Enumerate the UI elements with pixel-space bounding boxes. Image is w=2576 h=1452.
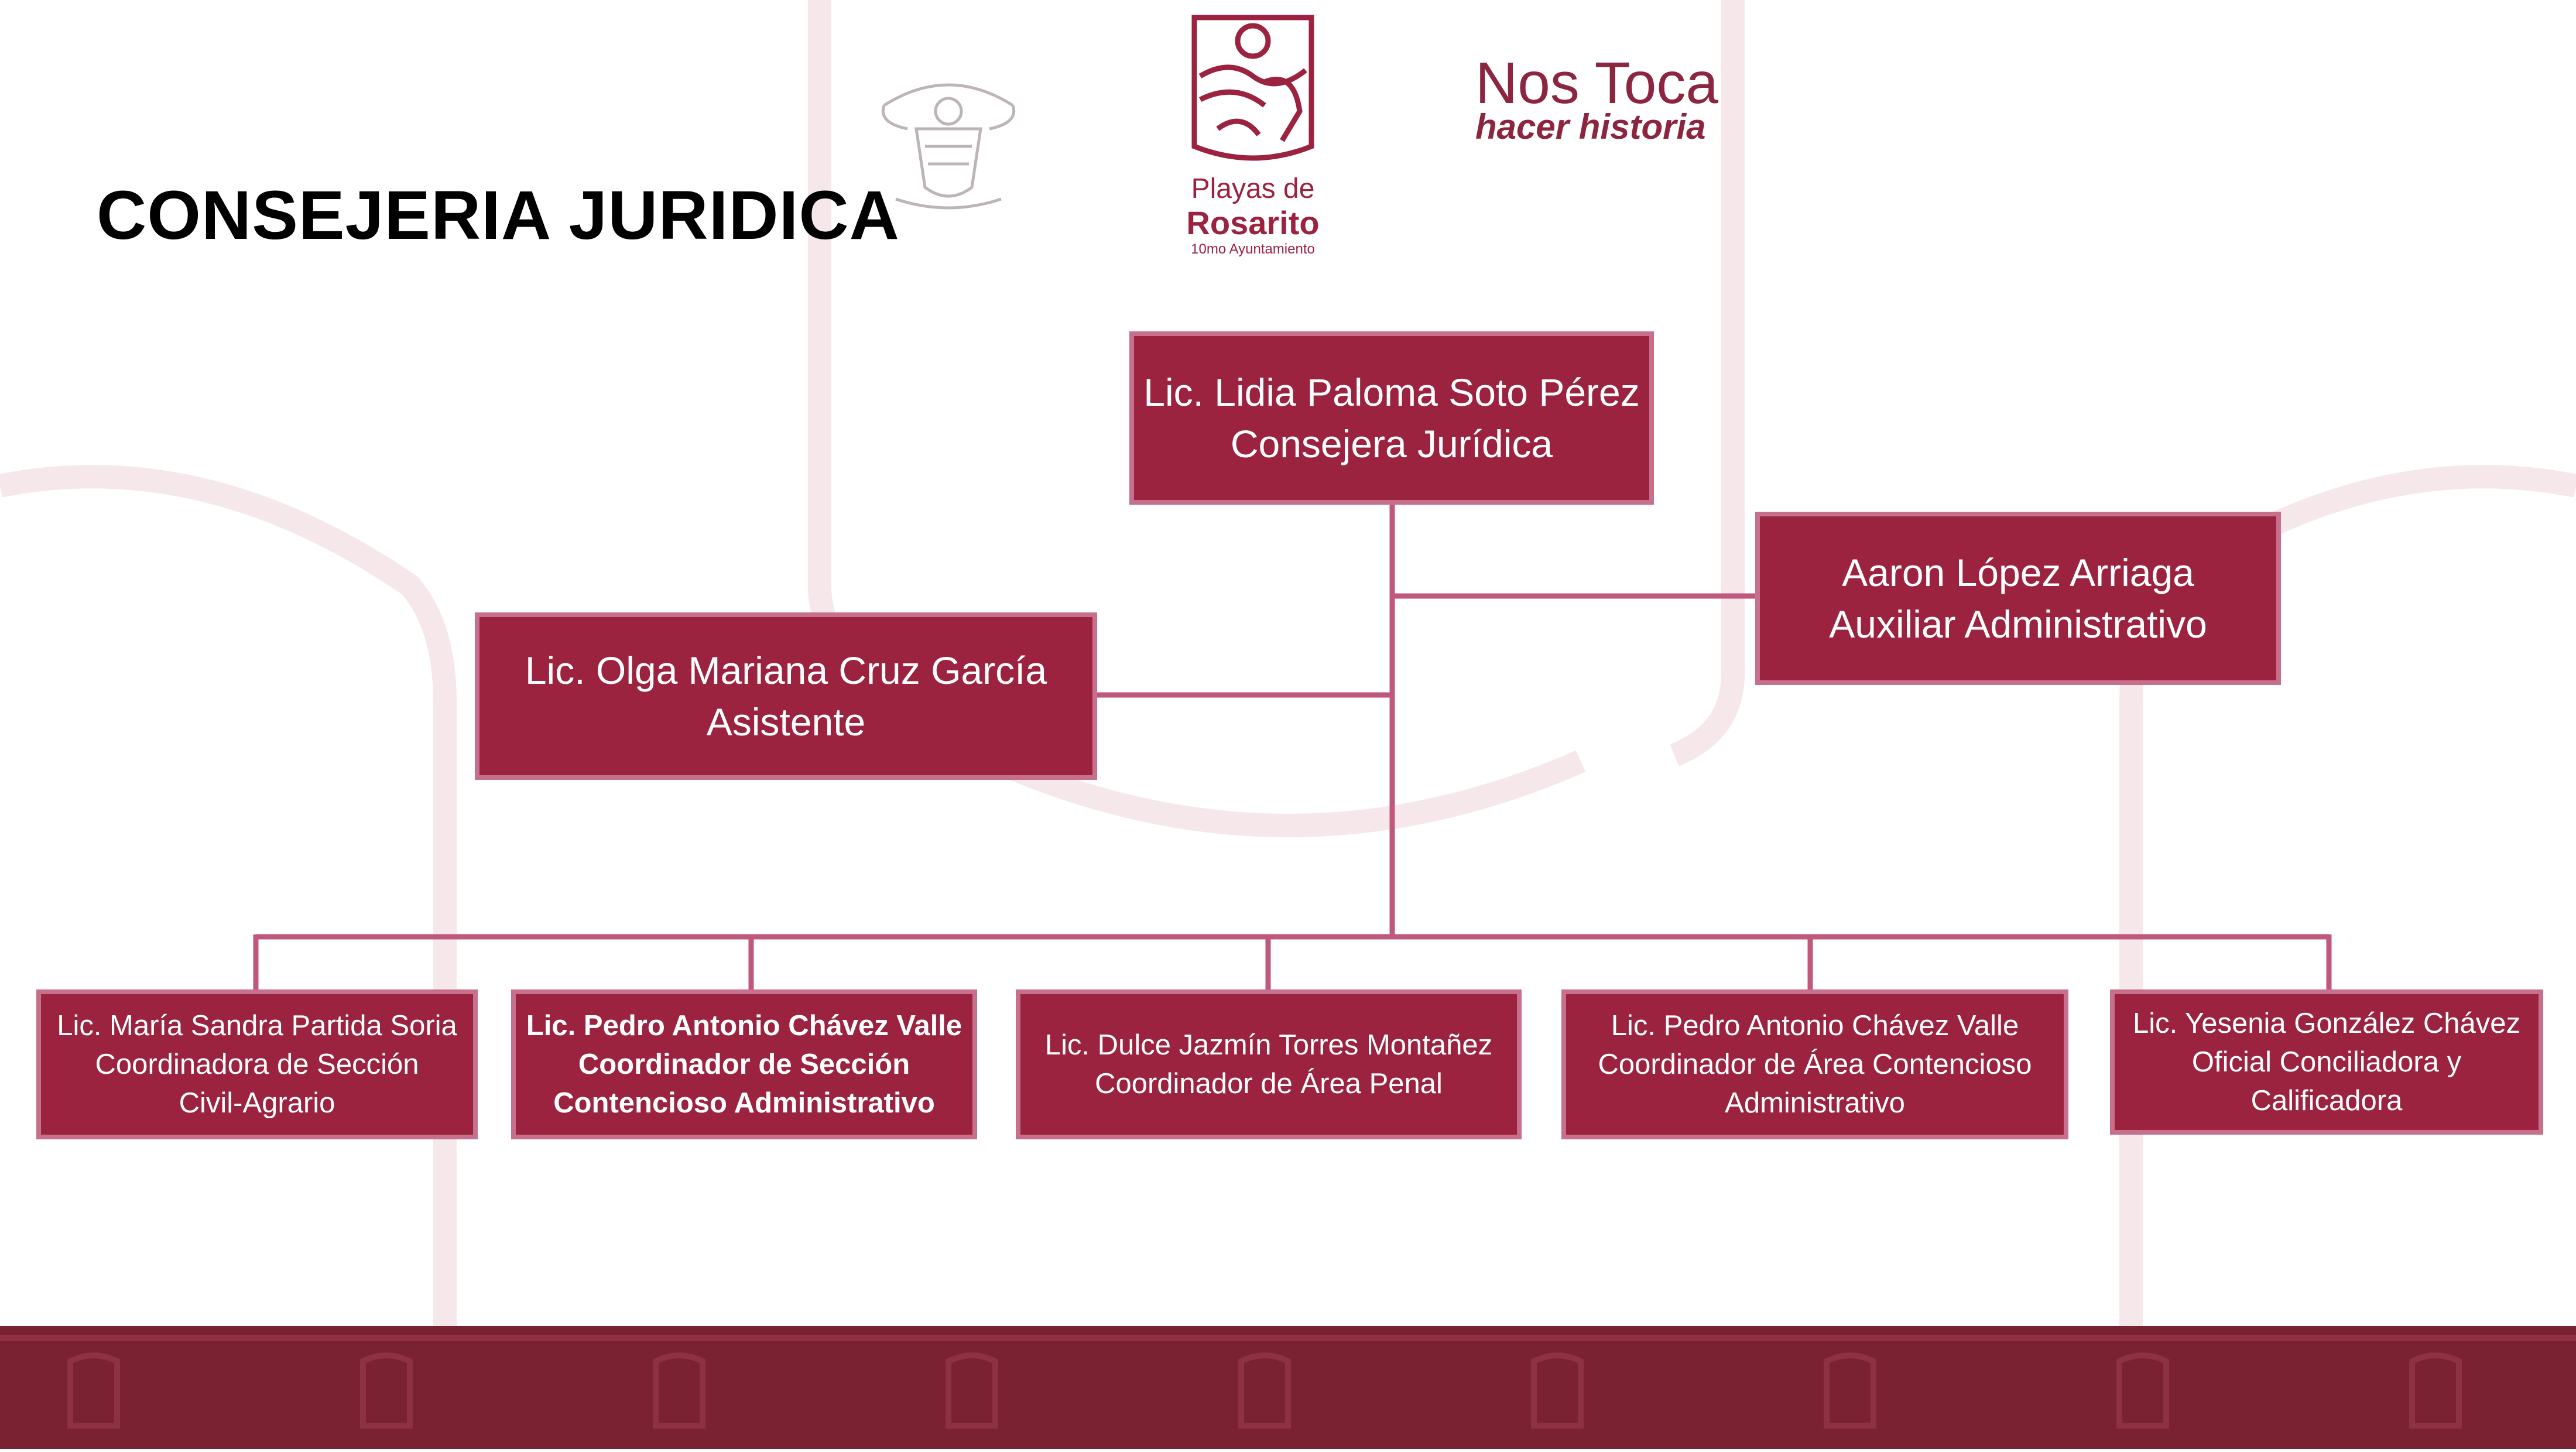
- node-assistant: Lic. Olga Mariana Cruz García Asistente: [475, 612, 1097, 780]
- node-sub-1-line2: Coordinadora de Sección: [95, 1049, 419, 1080]
- node-head-name: Lic. Lidia Paloma Soto Pérez: [1143, 371, 1640, 414]
- node-sub-5: Lic. Yesenia González Chávez Oficial Con…: [2110, 989, 2543, 1135]
- slogan-line2: hacer historia: [1475, 107, 1706, 146]
- node-sub-4-line2: Coordinador de Área Contencioso: [1598, 1049, 2032, 1080]
- playas-de-rosarito-logo: Playas de Rosarito 10mo Ayuntamiento: [1177, 6, 1329, 257]
- city-name-line1: Playas de: [1191, 173, 1315, 204]
- slogan-line1: Nos Toca: [1475, 50, 1719, 116]
- node-head: Lic. Lidia Paloma Soto Pérez Consejera J…: [1129, 331, 1654, 505]
- node-sub-4-line3: Administrativo: [1725, 1087, 1905, 1119]
- node-sub-1: Lic. María Sandra Partida Soria Coordina…: [36, 989, 478, 1139]
- node-sub-4: Lic. Pedro Antonio Chávez Valle Coordina…: [1561, 989, 2068, 1139]
- node-sub-4-line1: Lic. Pedro Antonio Chávez Valle: [1611, 1010, 2019, 1042]
- municipal-seal-logo: [882, 83, 1015, 210]
- node-assistant-role: Asistente: [706, 700, 866, 744]
- node-sub-5-line2: Oficial Conciliadora y: [2191, 1046, 2462, 1078]
- node-head-role: Consejera Jurídica: [1230, 422, 1553, 465]
- page-title: CONSEJERIA JURIDICA: [97, 177, 900, 254]
- city-name-line3: 10mo Ayuntamiento: [1191, 241, 1315, 257]
- node-sub-3-line2: Coordinador de Área Penal: [1095, 1068, 1443, 1100]
- footer-pattern: [0, 1335, 2576, 1429]
- node-sub-1-line1: Lic. María Sandra Partida Soria: [57, 1010, 457, 1042]
- node-sub-1-line3: Civil-Agrario: [179, 1087, 335, 1119]
- node-auxiliary: Aaron López Arriaga Auxiliar Administrat…: [1755, 512, 2281, 685]
- node-sub-3-line1: Lic. Dulce Jazmín Torres Montañez: [1044, 1029, 1493, 1061]
- footer-band: [0, 1326, 2576, 1449]
- rosarito-emblem-icon: [1191, 15, 1314, 161]
- node-auxiliary-name: Aaron López Arriaga: [1842, 551, 2194, 594]
- slogan-logo: Nos Toca hacer historia: [1475, 50, 1733, 149]
- node-sub-3: Lic. Dulce Jazmín Torres Montañez Coordi…: [1016, 989, 1522, 1139]
- node-sub-5-line3: Calificadora: [2250, 1085, 2403, 1117]
- node-auxiliary-role: Auxiliar Administrativo: [1829, 602, 2207, 646]
- node-sub-2-line2: Coordinador de Sección: [578, 1049, 910, 1080]
- node-sub-2-line1: Lic. Pedro Antonio Chávez Valle: [526, 1010, 962, 1042]
- node-sub-2: Lic. Pedro Antonio Chávez Valle Coordina…: [511, 989, 977, 1139]
- city-name-line2: Rosarito: [1186, 204, 1320, 241]
- node-sub-5-line1: Lic. Yesenia González Chávez: [2133, 1008, 2520, 1039]
- node-sub-2-line3: Contencioso Administrativo: [553, 1087, 935, 1119]
- node-assistant-name: Lic. Olga Mariana Cruz García: [525, 649, 1047, 692]
